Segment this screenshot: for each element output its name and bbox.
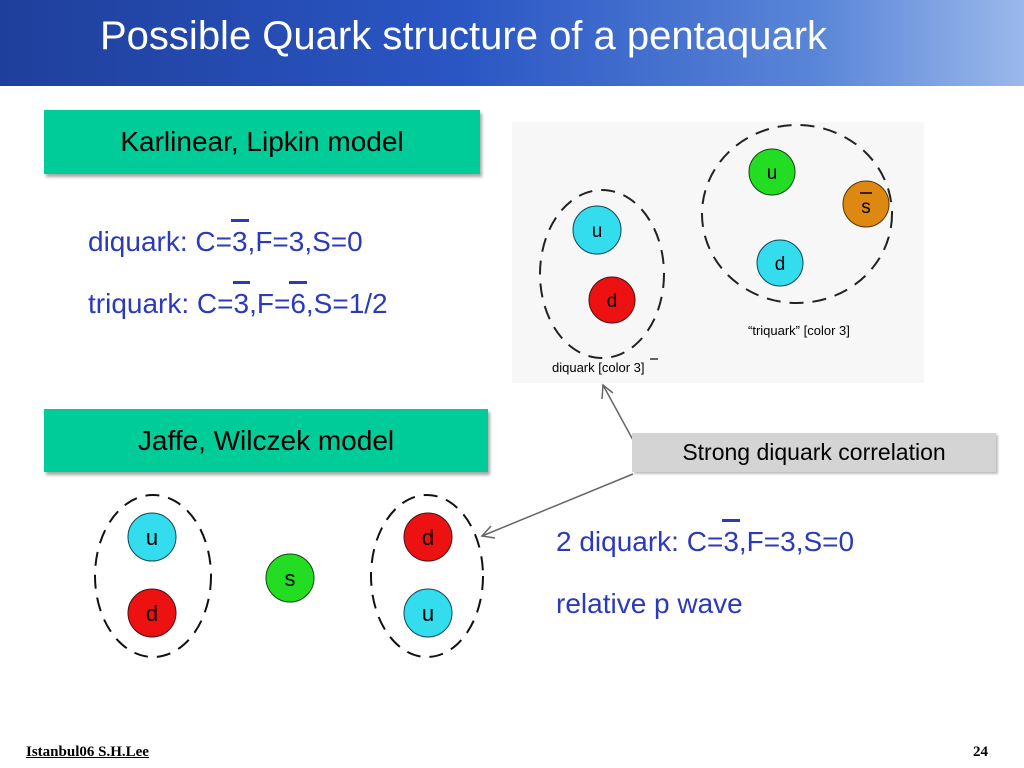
triquark-quark-sbar-label: s	[861, 197, 871, 218]
right-diquark-ellipse	[370, 494, 484, 658]
strong-diquark-callout: Strong diquark correlation	[632, 433, 996, 472]
two-diquark-color-bar: 3	[722, 519, 740, 557]
two-diquark-formula-rest: ,F=3,S=0	[738, 526, 855, 557]
right-quark-d-label: d	[422, 525, 434, 550]
triquark-caption: “triquark” [color 3]	[748, 323, 850, 338]
two-diquark-formula: 2 diquark: C=3,F=3,S=0	[556, 519, 855, 558]
triquark-flavor-bar: 6	[289, 281, 307, 319]
diquark-caption: diquark [color 3]	[552, 360, 645, 375]
diquark-formula-prefix: diquark: C=	[88, 226, 232, 257]
triquark-quark-sbar	[842, 180, 890, 228]
right-quark-u-label: u	[422, 601, 434, 626]
slide-title: Possible Quark structure of a pentaquark	[100, 14, 828, 58]
diquark-caption-prefix: diquark [color	[552, 360, 634, 375]
relative-p-wave: relative p wave	[556, 588, 743, 619]
title-bar: Possible Quark structure of a pentaquark	[0, 0, 1024, 86]
diquark-quark-d-label: d	[607, 291, 618, 312]
triquark-quark-d	[756, 239, 804, 287]
quark-figure: u s d “triquark” [color 3] u d diquark […	[512, 122, 924, 383]
jaffe-wilczek-model-box: Jaffe, Wilczek model	[44, 409, 488, 472]
middle-quark-s-label: s	[285, 566, 296, 591]
triquark-quark-u	[748, 148, 796, 196]
diquark-ellipse	[539, 189, 665, 359]
left-quark-u	[127, 512, 177, 562]
triquark-formula-prefix: triquark: C=	[88, 288, 234, 319]
footer-source: Istanbul06 S.H.Lee	[26, 744, 149, 760]
diquark-quark-u	[572, 205, 622, 255]
left-quark-d	[127, 588, 177, 638]
triquark-formula: triquark: C=3,F=6,S=1/2	[88, 281, 388, 320]
right-quark-d	[403, 512, 453, 562]
diquark-caption-suffix: ]	[641, 360, 645, 375]
arrow-to-diquark-figure	[602, 384, 634, 441]
diquark-quark-d	[588, 276, 636, 324]
triquark-formula-rest: ,S=1/2	[305, 288, 388, 319]
triquark-ellipse	[701, 124, 893, 304]
middle-quark-s	[265, 553, 315, 603]
diquark-formula-rest: ,F=3,S=0	[247, 226, 363, 257]
left-diquark-ellipse	[94, 494, 212, 658]
right-quark-u	[403, 588, 453, 638]
triquark-quark-u-label: u	[767, 163, 778, 184]
triquark-color-bar: 3	[232, 281, 250, 319]
triquark-formula-mid: ,F=	[249, 288, 291, 319]
arrowhead-figure	[601, 383, 614, 400]
left-quark-u-label: u	[146, 525, 158, 550]
diquark-formula: diquark: C=3,F=3,S=0	[88, 219, 363, 258]
karlinear-lipkin-model-box: Karlinear, Lipkin model	[44, 110, 480, 174]
diquark-color-bar: 3	[230, 219, 249, 257]
diquark-caption-color: 3	[634, 360, 641, 375]
jaffe-quark-diagram: u d s d u	[94, 494, 484, 658]
arrowhead-diquark	[480, 525, 496, 539]
quark-figure-svg: u s d “triquark” [color 3] u d diquark […	[539, 124, 893, 375]
triquark-quark-d-label: d	[775, 254, 786, 275]
page-number: 24	[973, 744, 988, 760]
two-diquark-formula-prefix: 2 diquark: C=	[556, 526, 724, 557]
diquark-quark-u-label: u	[592, 221, 603, 242]
arrow-to-right-diquark	[481, 473, 634, 537]
left-quark-d-label: d	[146, 601, 158, 626]
